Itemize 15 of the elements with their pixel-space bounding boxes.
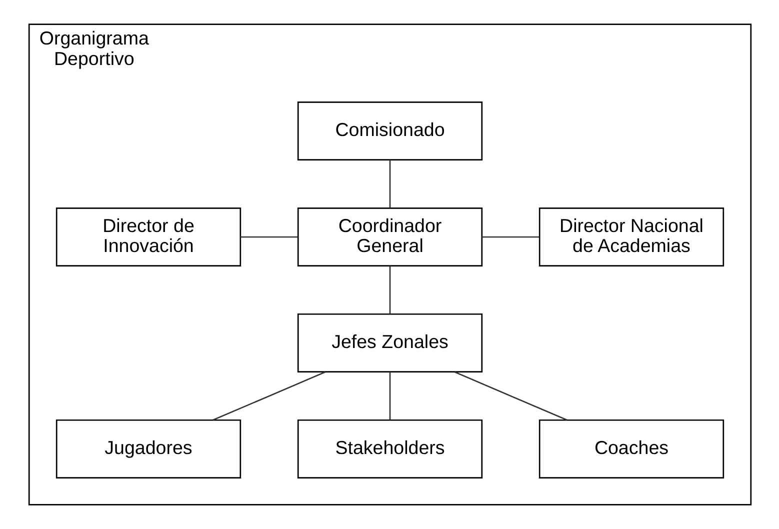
node-box: Jugadores — [55, 419, 241, 478]
connector — [212, 371, 326, 421]
connector — [388, 266, 390, 314]
connector — [388, 372, 390, 420]
node-box: Jefes Zonales — [296, 313, 482, 372]
node-box: Stakeholders — [296, 419, 482, 478]
node-box: Director de Innovación — [55, 207, 241, 266]
connector — [388, 160, 390, 208]
connector — [240, 236, 298, 238]
node-box: Coaches — [538, 419, 724, 478]
connector — [481, 236, 539, 238]
node-box: Coordinador General — [296, 207, 482, 266]
node-box: Comisionado — [296, 102, 482, 161]
node-box: Director Nacional de Academias — [538, 207, 724, 266]
connector — [454, 371, 567, 421]
